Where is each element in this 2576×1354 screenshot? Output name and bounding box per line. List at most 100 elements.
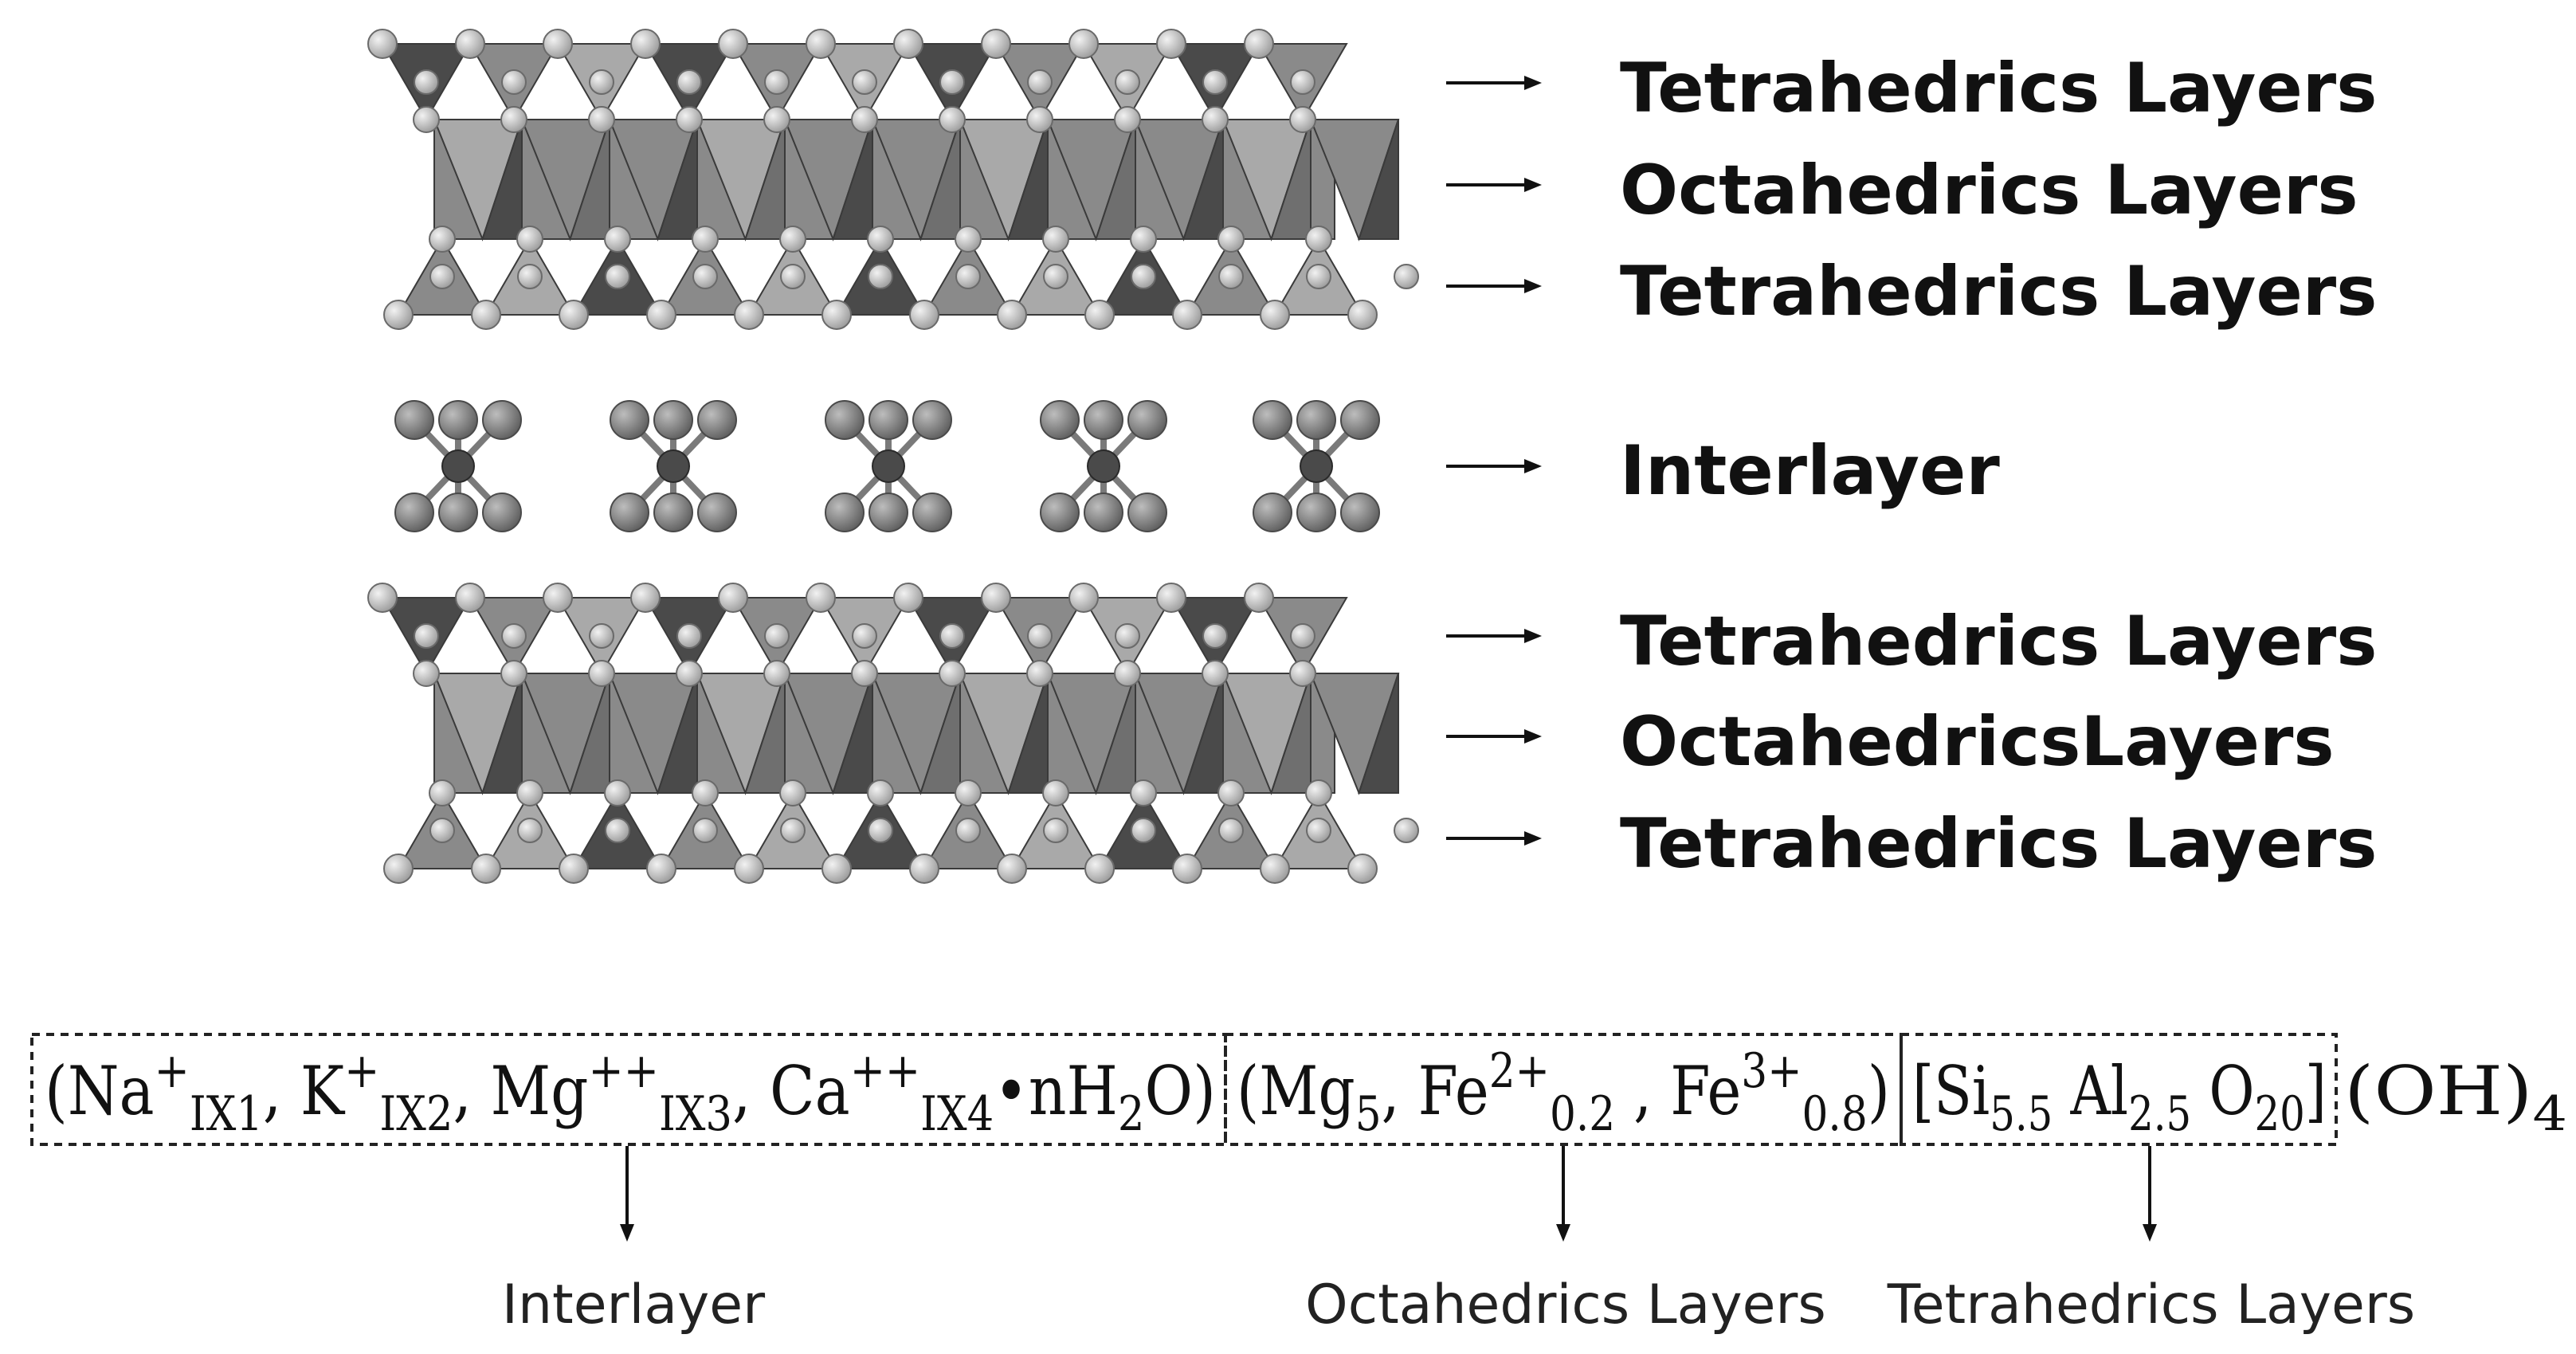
octahedron-face [569, 673, 610, 794]
octahedron-face [1007, 119, 1049, 240]
oxygen-atom [1289, 660, 1316, 687]
oxygen-atom [1027, 623, 1053, 649]
oxygen-atom [1068, 583, 1099, 613]
oxygen-atom [646, 300, 676, 330]
arrow-octahedric-1 [1446, 178, 1542, 192]
oxygen-atom [868, 818, 893, 843]
oxygen-atom [383, 854, 414, 884]
oxygen-atom [1115, 69, 1140, 95]
octahedron-face [919, 119, 961, 240]
octahedron-face [481, 673, 523, 794]
oxygen-atom [588, 660, 615, 687]
formula-interlayer: (Na+IX1, K+IX2, Mg++IX3, Ca++IX4•nH2O) [45, 1043, 1216, 1142]
oxygen-atom [1115, 623, 1140, 649]
oxygen-atom [955, 226, 982, 253]
oxygen-atom [471, 854, 501, 884]
water-molecule [394, 493, 434, 532]
hydrated-cation [825, 400, 952, 532]
oxygen-atom [1068, 29, 1099, 59]
label-octahedric-layer-1: Octahedrics Layers [1620, 151, 2358, 230]
oxygen-atom [1084, 300, 1115, 330]
oxygen-atom [779, 226, 806, 253]
water-molecule [825, 400, 865, 440]
oxygen-atom [718, 29, 748, 59]
formula-arrow-interlayer [620, 1146, 634, 1242]
oxygen-atom [1043, 818, 1068, 843]
oxygen-atom [1043, 264, 1068, 289]
oxygen-atom [1217, 779, 1245, 807]
oxygen-atom [1130, 226, 1157, 253]
water-molecule [1296, 493, 1336, 532]
oxygen-atom [589, 69, 614, 95]
oxygen-atom [471, 300, 501, 330]
label-octahedric-layer-2: OctahedricsLayers [1620, 702, 2335, 782]
oxygen-atom [676, 623, 702, 649]
water-molecule [1253, 400, 1292, 440]
oxygen-atom [1202, 106, 1229, 133]
oxygen-atom [1202, 623, 1228, 649]
octahedron-face [832, 673, 873, 794]
octahedron-face [744, 119, 786, 240]
arrow-octahedric-2 [1446, 729, 1542, 744]
oxygen-atom [646, 854, 676, 884]
oxygen-atom [517, 264, 543, 289]
formula-arrow-octahedral [1556, 1146, 1570, 1242]
oxygen-atom [852, 623, 877, 649]
oxygen-atom [1260, 854, 1290, 884]
hydrated-cation [1253, 400, 1380, 532]
water-molecule [653, 493, 693, 532]
oxygen-atom [939, 660, 966, 687]
oxygen-atom [867, 226, 894, 253]
water-molecule [1340, 493, 1380, 532]
oxygen-atom [1347, 300, 1378, 330]
oxygen-atom [516, 779, 543, 807]
oxygen-atom [692, 264, 718, 289]
oxygen-atom [501, 623, 527, 649]
label-tetrahedric-layer-1: Tetrahedrics Layers [1620, 49, 2377, 128]
octahedron-face [1270, 673, 1312, 794]
oxygen-atom [414, 69, 439, 95]
oxygen-atom [1026, 660, 1053, 687]
water-molecule [697, 400, 737, 440]
water-molecule [1253, 493, 1292, 532]
octahedron-face [1182, 119, 1224, 240]
water-molecule [1040, 400, 1080, 440]
octahedron-face [1270, 119, 1312, 240]
label-tetrahedric-layer-3: Tetrahedrics Layers [1620, 602, 2377, 681]
hydrated-cation [394, 400, 522, 532]
label-tetrahedric-layer-2: Tetrahedrics Layers [1620, 252, 2377, 332]
oxygen-atom [779, 779, 806, 807]
label-tetrahedric-layer-4: Tetrahedrics Layers [1620, 804, 2377, 884]
water-molecule [1040, 493, 1080, 532]
octahedron-face [1095, 673, 1136, 794]
water-molecule [825, 493, 865, 532]
cation-center [657, 449, 690, 483]
arrow-tetrahedric-3 [1446, 629, 1542, 643]
cation-center [1087, 449, 1120, 483]
oxygen-atom [1305, 226, 1332, 253]
oxygen-atom [1306, 264, 1331, 289]
oxygen-atom [501, 69, 527, 95]
formula-box-tetrahedral [1900, 1033, 2338, 1146]
oxygen-atom [1131, 818, 1156, 843]
oxygen-atom [909, 854, 939, 884]
octahedron-face [1358, 119, 1399, 240]
water-molecule [1127, 493, 1167, 532]
oxygen-atom [1042, 779, 1069, 807]
oxygen-atom [806, 29, 836, 59]
oxygen-atom [851, 660, 878, 687]
oxygen-atom [821, 854, 852, 884]
oxygen-atom [413, 660, 440, 687]
oxygen-atom [763, 106, 790, 133]
structure-arrows [1446, 76, 1542, 846]
oxygen-atom [1156, 583, 1186, 613]
arrow-tetrahedric-1 [1446, 76, 1542, 90]
octahedron-face [744, 673, 786, 794]
oxygen-atom [1114, 660, 1141, 687]
oxygen-atom [630, 29, 661, 59]
oxygen-atom [893, 583, 923, 613]
oxygen-atom [1114, 106, 1141, 133]
oxygen-atom [604, 226, 631, 253]
oxygen-atom [939, 623, 965, 649]
